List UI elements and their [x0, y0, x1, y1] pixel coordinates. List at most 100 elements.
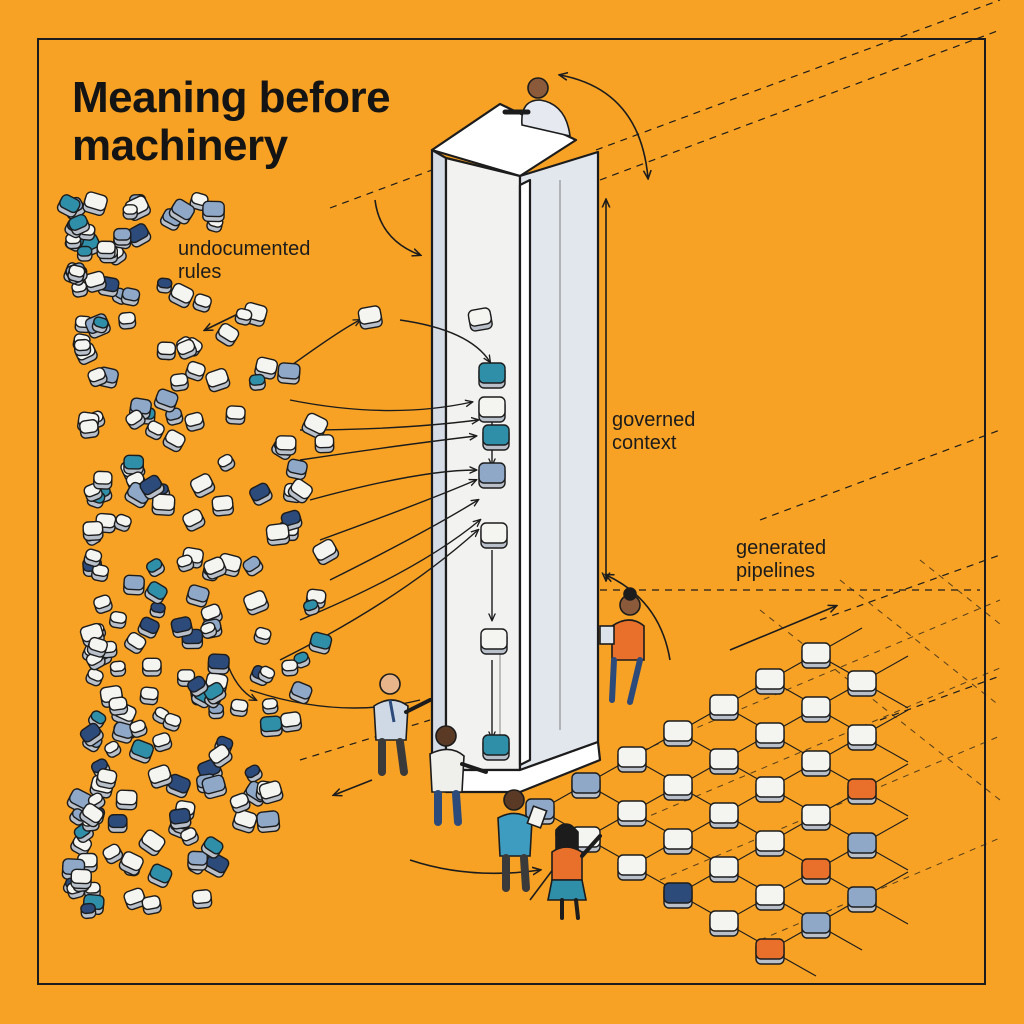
- data-chip-icon: [108, 696, 129, 716]
- data-chip-icon: [234, 307, 253, 326]
- data-chip-icon: [314, 434, 335, 454]
- data-chip-icon: [478, 462, 506, 489]
- data-chip-icon: [663, 774, 693, 801]
- data-chip-icon: [244, 764, 263, 783]
- data-chip-icon: [176, 338, 198, 360]
- data-chip-icon: [275, 435, 297, 456]
- data-chip-icon: [248, 373, 266, 391]
- data-chip-icon: [144, 420, 165, 441]
- data-chip-icon: [182, 508, 206, 532]
- data-chip-icon: [96, 240, 116, 260]
- data-chip-icon: [56, 194, 81, 218]
- data-chip-icon: [92, 470, 113, 490]
- data-chip-icon: [79, 722, 104, 747]
- data-chip-icon: [258, 780, 284, 805]
- data-chip-icon: [123, 887, 147, 911]
- person-figure-woman: [547, 823, 602, 920]
- data-chip-icon: [755, 668, 785, 695]
- chip-grid-pipelines: [525, 627, 909, 977]
- data-chip-icon: [169, 372, 189, 392]
- data-chip-icon: [129, 719, 148, 738]
- data-chip-icon: [249, 482, 273, 506]
- data-chip-icon: [308, 631, 333, 655]
- person-figure-top: [502, 77, 571, 138]
- data-chip-icon: [115, 789, 138, 811]
- data-chip-icon: [801, 642, 831, 669]
- data-chip-icon: [200, 836, 224, 859]
- data-chip-icon: [90, 563, 110, 582]
- data-chip-icon: [180, 827, 199, 846]
- data-chip-icon: [76, 245, 93, 262]
- data-chip-icon: [141, 657, 162, 677]
- label-generated-line-2: pipelines: [736, 560, 815, 582]
- data-chip-icon: [847, 832, 877, 859]
- data-chip-icon: [202, 200, 225, 223]
- data-chip-icon: [82, 191, 108, 217]
- data-chip-icon: [663, 720, 693, 747]
- data-chip-icon: [261, 697, 279, 715]
- data-chip-icon: [288, 681, 313, 705]
- dimension-arrows: [205, 75, 836, 901]
- data-chip-icon: [168, 807, 192, 830]
- data-chip-icon: [480, 628, 508, 655]
- data-chip-icon: [184, 411, 205, 432]
- data-chip-icon: [847, 778, 877, 805]
- data-chip-icon: [208, 743, 233, 768]
- data-chip-icon: [185, 584, 210, 608]
- data-chip-icon: [617, 746, 647, 773]
- data-chip-icon: [86, 636, 108, 658]
- label-generated-pipelines: generated pipelines: [736, 537, 826, 583]
- data-chip-icon: [232, 808, 258, 834]
- data-chip-icon: [709, 856, 739, 883]
- data-chip-icon: [571, 772, 601, 799]
- data-chip-icon: [755, 776, 785, 803]
- data-chip-icon: [107, 814, 128, 834]
- data-chip-icon: [215, 323, 240, 347]
- data-chip-icon: [162, 712, 182, 732]
- data-chip-icon: [84, 270, 107, 293]
- data-chip-icon: [123, 574, 145, 596]
- title-line-1: Meaning before: [72, 73, 391, 122]
- data-chip-icon: [113, 227, 132, 246]
- page-title: Meaning before machinery: [72, 73, 391, 170]
- data-chip-icon: [478, 396, 506, 423]
- data-chip-icon: [153, 388, 179, 413]
- label-generated-line-1: generated: [736, 537, 827, 559]
- data-chip-icon: [109, 660, 127, 678]
- data-chip-icon: [68, 213, 91, 236]
- data-chip-icon: [187, 850, 208, 871]
- data-chip-icon: [285, 458, 308, 481]
- data-chip-icon: [847, 670, 877, 697]
- data-chip-icon: [265, 522, 291, 547]
- data-chip-icon: [302, 599, 320, 617]
- data-chip-icon: [217, 453, 236, 472]
- data-chip-icon: [124, 631, 147, 655]
- label-governed-context: governed context: [612, 409, 695, 455]
- data-chip-icon: [357, 305, 383, 330]
- data-chip-icon: [123, 454, 145, 475]
- data-chip-icon: [139, 474, 165, 500]
- title-line-2: machinery: [72, 121, 288, 170]
- data-chip-icon: [277, 362, 301, 385]
- data-chip-icon: [137, 616, 160, 639]
- data-chip-icon: [253, 626, 272, 645]
- label-governed-line-2: context: [612, 432, 677, 454]
- data-chip-icon: [156, 277, 173, 294]
- data-chip-icon: [91, 316, 109, 334]
- data-chip-icon: [156, 341, 177, 361]
- data-chip-icon: [152, 732, 173, 753]
- data-chip-icon: [170, 616, 194, 639]
- data-chip-icon: [144, 581, 168, 605]
- chip-column-governed: [478, 362, 510, 761]
- data-chip-icon: [168, 282, 195, 309]
- data-chip-icon: [243, 590, 270, 616]
- data-chip-icon: [83, 548, 103, 568]
- data-chip-icon: [755, 830, 785, 857]
- person-figure-suit: [373, 673, 432, 776]
- governed-pillar: [430, 102, 602, 794]
- data-chip-icon: [79, 419, 100, 439]
- data-chip-icon: [201, 774, 228, 800]
- data-chip-icon: [85, 667, 104, 687]
- data-chip-icon: [293, 651, 311, 669]
- data-chip-icon: [663, 828, 693, 855]
